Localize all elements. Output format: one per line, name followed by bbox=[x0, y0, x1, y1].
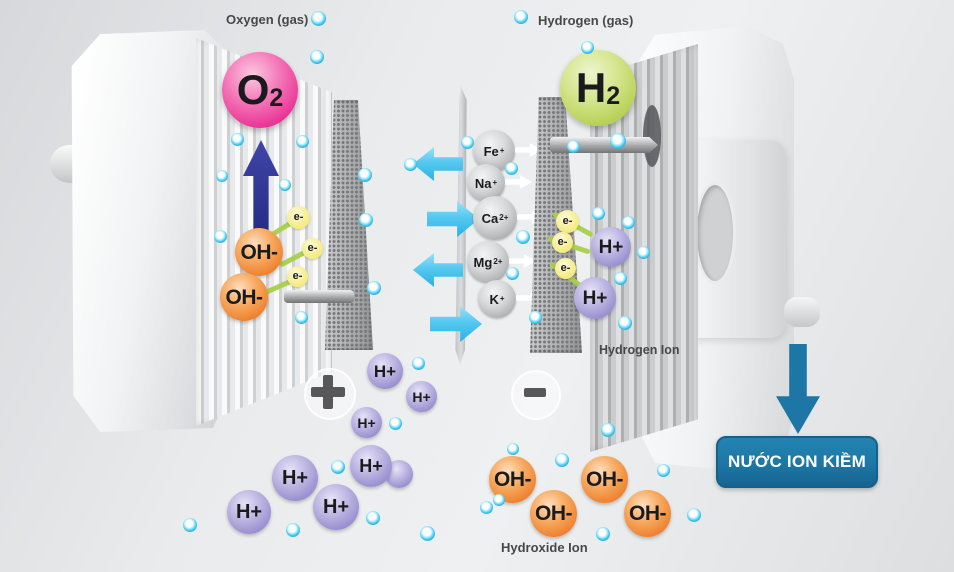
left-electrode-rod bbox=[284, 290, 354, 303]
electron-label: e- bbox=[292, 270, 303, 282]
water-bubble-icon bbox=[310, 50, 324, 64]
hydroxide-ion-caption: Hydroxide Ion bbox=[501, 540, 588, 555]
alkaline-water-button-label: NƯỚC ION KIỀM bbox=[728, 452, 866, 471]
water-bubble-icon bbox=[514, 10, 528, 24]
water-bubble-icon bbox=[656, 463, 670, 477]
electron-label: e- bbox=[560, 262, 571, 274]
water-bubble-icon bbox=[596, 527, 610, 541]
ion-drift-arrow-icon bbox=[505, 175, 532, 189]
electron: e- bbox=[302, 238, 323, 259]
right-electrode-rod bbox=[550, 137, 658, 153]
electron-label: e- bbox=[562, 215, 573, 227]
electron: e- bbox=[556, 210, 579, 233]
hydrogen-ion-cathode: H+ bbox=[591, 227, 631, 267]
hydrogen-ion-label: H+ bbox=[598, 236, 624, 258]
water-bubble-icon bbox=[310, 10, 326, 26]
electron: e- bbox=[287, 266, 308, 287]
flow-arrow-right-icon bbox=[427, 201, 479, 237]
water-bubble-icon bbox=[366, 511, 380, 525]
flow-arrow-left-icon bbox=[413, 253, 463, 287]
right-panel-slot bbox=[694, 182, 736, 284]
hydrogen-ion: H+ bbox=[227, 490, 271, 534]
alkaline-water-button[interactable]: NƯỚC ION KIỀM bbox=[716, 436, 878, 488]
hydrogen-ion: H+ bbox=[406, 381, 437, 412]
hydrogen-ion: H+ bbox=[313, 484, 359, 530]
hydroxide-ion-anode: OH- bbox=[235, 228, 283, 276]
oxygen-gas-label: Oxygen (gas) bbox=[226, 12, 309, 27]
hydrogen-ion: H+ bbox=[367, 353, 403, 389]
hydrogen-molecule-label: H bbox=[575, 64, 607, 111]
electron-label: e- bbox=[557, 236, 568, 248]
hydrogen-ion-label: H+ bbox=[582, 287, 608, 309]
hydrogen-ion-cathode: H+ bbox=[574, 277, 616, 319]
right-electrode-pipe bbox=[784, 297, 820, 327]
electron: e- bbox=[555, 258, 576, 279]
electron-label: e- bbox=[293, 211, 304, 223]
ion-drift-arrow-icon bbox=[509, 254, 536, 268]
water-bubble-icon bbox=[687, 508, 701, 522]
water-bubble-icon bbox=[555, 453, 569, 467]
water-bubble-icon bbox=[419, 525, 435, 541]
hydroxide-ion: OH- bbox=[489, 456, 536, 503]
hydrogen-ion: H+ bbox=[350, 445, 392, 487]
hydroxide-ion-label: OH- bbox=[240, 240, 279, 264]
mineral-ion-na: Na+ bbox=[467, 164, 505, 202]
electron-label: e- bbox=[307, 242, 318, 254]
hydroxide-ion: OH- bbox=[530, 490, 577, 537]
hydroxide-ion-label: OH- bbox=[225, 285, 264, 309]
mineral-ion-k: K+ bbox=[478, 280, 516, 318]
flow-arrow-left-icon bbox=[413, 147, 463, 181]
hydrogen-ion: H+ bbox=[351, 407, 382, 438]
hydrogen-gas-label: Hydrogen (gas) bbox=[538, 13, 634, 28]
water-bubble-icon bbox=[388, 416, 402, 430]
water-bubble-icon bbox=[507, 443, 519, 455]
electron: e- bbox=[552, 232, 573, 253]
electron: e- bbox=[287, 206, 310, 229]
minus-sign-icon bbox=[524, 388, 546, 397]
hydrogen-ion: H+ bbox=[272, 455, 318, 501]
water-bubble-icon bbox=[183, 518, 197, 532]
water-bubble-icon bbox=[479, 500, 493, 514]
hydroxide-ion-anode: OH- bbox=[220, 273, 268, 321]
rod-socket-shadow bbox=[643, 105, 661, 167]
plus-sign-icon bbox=[323, 375, 333, 409]
water-bubble-icon bbox=[331, 460, 345, 474]
oxygen-molecule-label: O bbox=[236, 66, 270, 113]
water-bubble-icon bbox=[516, 230, 530, 244]
hydroxide-ion: OH- bbox=[581, 456, 628, 503]
water-bubble-icon bbox=[411, 356, 425, 370]
water-bubble-icon bbox=[286, 523, 300, 537]
hydroxide-ion: OH- bbox=[624, 490, 671, 537]
hydrogen-ion-caption: Hydrogen Ion bbox=[599, 343, 680, 357]
